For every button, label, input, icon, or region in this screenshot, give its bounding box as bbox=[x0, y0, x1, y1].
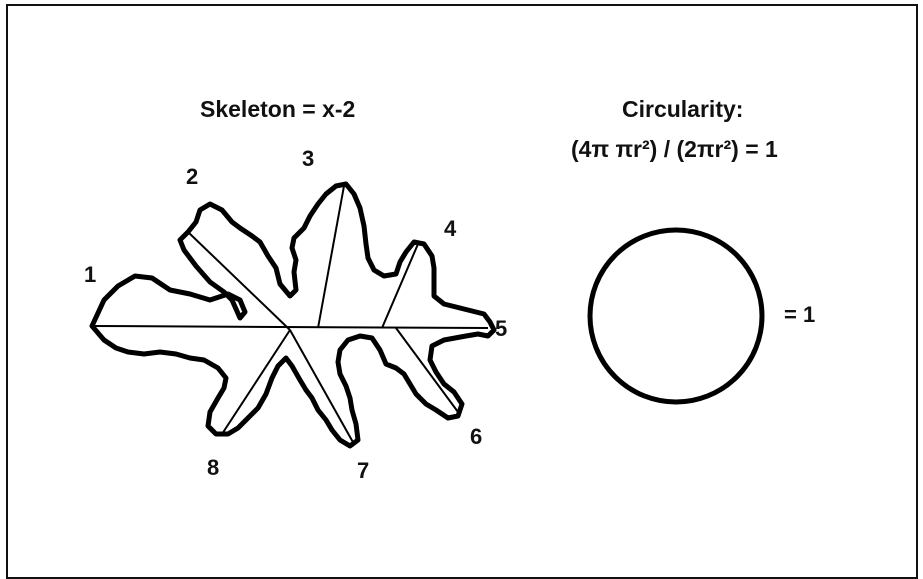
point-label-2: 2 bbox=[186, 166, 198, 188]
leaf-title: Skeleton = x-2 bbox=[200, 98, 355, 121]
circularity-formula: (4π πr²) / (2πr²) = 1 bbox=[571, 138, 778, 161]
circularity-value: = 1 bbox=[784, 304, 815, 326]
skeleton-branch-8 bbox=[222, 330, 290, 434]
point-label-5: 5 bbox=[495, 318, 507, 340]
point-label-8: 8 bbox=[207, 457, 219, 479]
point-label-4: 4 bbox=[444, 218, 456, 240]
point-label-1: 1 bbox=[84, 264, 96, 286]
leaf-outline bbox=[92, 184, 494, 446]
skeleton-branch-3 bbox=[318, 186, 344, 328]
point-label-7: 7 bbox=[357, 460, 369, 482]
point-label-3: 3 bbox=[302, 148, 314, 170]
skeleton-main-axis bbox=[92, 326, 488, 328]
circularity-title: Circularity: bbox=[622, 98, 743, 121]
reference-circle bbox=[590, 230, 762, 402]
point-label-6: 6 bbox=[470, 426, 482, 448]
skeleton-branch-4 bbox=[382, 244, 418, 328]
